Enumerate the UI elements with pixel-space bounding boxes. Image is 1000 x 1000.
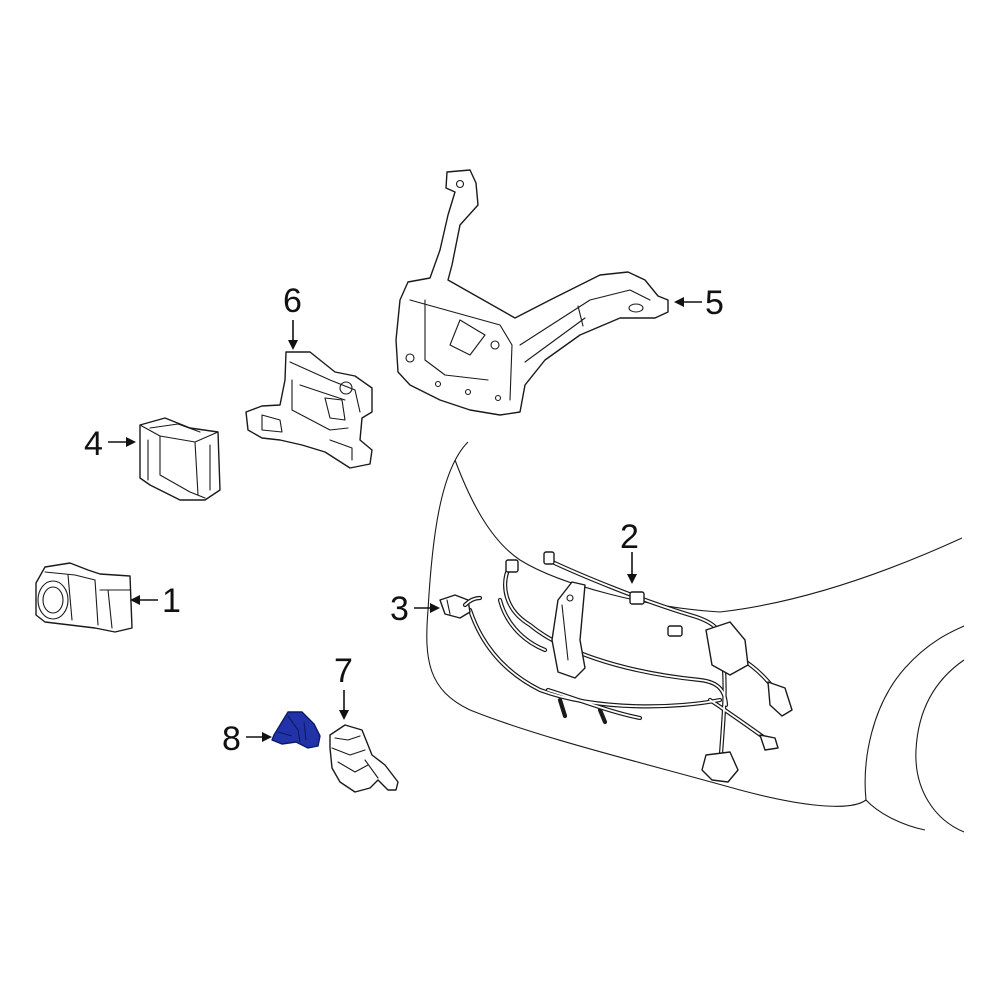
part-4-control-module[interactable] [139, 417, 221, 501]
harness-connector-lower-right [759, 734, 779, 751]
part-3-sensor-connector[interactable] [439, 594, 483, 619]
harness-lower-branch [701, 751, 739, 783]
harness-connector-end [767, 681, 793, 717]
harness-connector-top [543, 551, 555, 565]
part-5-sensor-bracket[interactable] [395, 169, 669, 416]
callout-label-6: 6 [283, 282, 302, 320]
harness-mounting-bracket [551, 581, 586, 679]
callout-2: 2 [620, 518, 639, 584]
vehicle-front-body-outline [426, 441, 965, 833]
callout-label-8: 8 [222, 720, 241, 758]
harness-junction-block [705, 621, 749, 676]
part-2-wiring-harness[interactable] [467, 551, 793, 783]
callout-label-4: 4 [84, 425, 103, 463]
callout-7: 7 [334, 652, 353, 720]
harness-connector-mid [629, 591, 645, 605]
callout-6: 6 [283, 282, 302, 350]
callout-label-5: 5 [705, 284, 724, 322]
part-8-retainer-highlighted[interactable] [271, 711, 321, 749]
harness-connector-left [505, 559, 519, 573]
part-6-sensor-mount[interactable] [245, 351, 373, 469]
callout-8: 8 [222, 720, 272, 758]
callout-4: 4 [84, 425, 136, 463]
callout-label-7: 7 [334, 652, 353, 690]
callout-1: 1 [130, 582, 181, 620]
callout-label-3: 3 [390, 590, 409, 628]
callout-3: 3 [390, 590, 440, 628]
harness-connector-right [667, 625, 683, 637]
part-1-parking-sensor[interactable] [35, 562, 133, 633]
callout-5: 5 [674, 284, 724, 322]
part-7-sensor[interactable] [329, 724, 399, 793]
callout-label-2: 2 [620, 518, 639, 556]
callout-label-1: 1 [162, 582, 181, 620]
